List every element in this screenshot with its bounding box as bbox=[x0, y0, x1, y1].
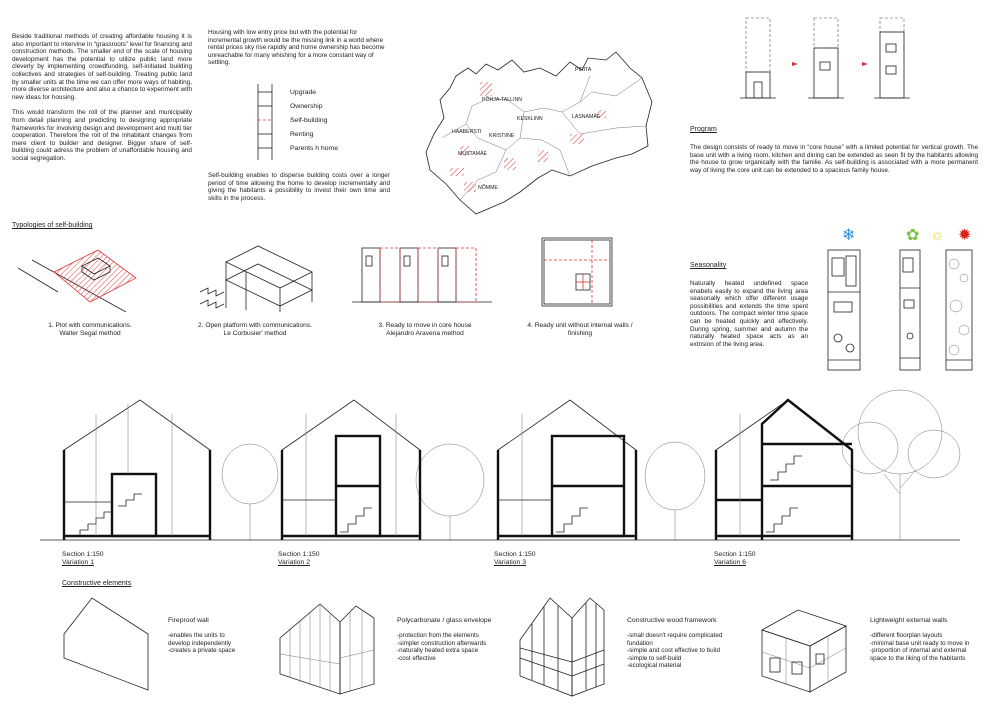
constructive-points-4: -different floorplan layouts -minimal ba… bbox=[870, 632, 970, 662]
program-heading: Program bbox=[690, 126, 717, 133]
ladder-label-parents-home: Parents h home bbox=[290, 145, 338, 152]
map-label-kristiine: KRISTIINE bbox=[489, 133, 515, 139]
section-variation-2 bbox=[280, 399, 422, 540]
section-variation-6 bbox=[714, 398, 854, 540]
summer-floorplan-1 bbox=[899, 249, 921, 371]
seasonality-heading: Seasonality bbox=[690, 262, 727, 269]
ladder-label-self-building: Self-building bbox=[290, 117, 328, 124]
summer-floorplan-2 bbox=[945, 249, 973, 371]
lightweight-walls-drawing bbox=[761, 609, 847, 693]
typology-plot-drawing bbox=[17, 249, 137, 313]
constructive-points-2: -protection from the elements -simpler c… bbox=[397, 632, 487, 662]
map-label-lasnamae: LASNAMÄE bbox=[572, 114, 601, 120]
winter-floorplan bbox=[827, 249, 861, 371]
section-label-6: Section 1:150 Variation 6 bbox=[714, 551, 756, 566]
constructive-title-3: Constructive wood framework bbox=[627, 617, 717, 624]
typology-caption-3: 3. Ready to move in core house Alejandro… bbox=[378, 322, 472, 338]
typology-caption-2: 2. Open platform with communications. Le… bbox=[198, 322, 312, 338]
map-label-nomme: NÕMME bbox=[478, 185, 498, 191]
constructive-title-1: Fireproof wall bbox=[168, 617, 209, 624]
spring-leaf-icon: ✿ bbox=[906, 227, 920, 244]
constructive-points-1: -enables the units to develop independen… bbox=[168, 632, 236, 655]
map-label-mustamae: MUSTAMÄE bbox=[458, 151, 488, 157]
wood-framework-drawing bbox=[519, 597, 605, 697]
map-label-haabersti: HAABERSTI bbox=[452, 129, 482, 135]
ladder-label-renting: Renting bbox=[290, 131, 314, 138]
seasonality-text: Naturally heated undefined space enabels… bbox=[690, 280, 808, 348]
typologies-heading: Typologies of self-building bbox=[12, 222, 93, 229]
constructive-points-3: -small doesn't require complicated funda… bbox=[627, 632, 723, 670]
constructive-title-4: Lightweight external walls bbox=[870, 617, 948, 624]
ladder-label-upgrade: Upgrade bbox=[290, 89, 317, 96]
map-label-pirita: PIRITA bbox=[575, 67, 592, 73]
constructive-title-2: Polycarbonate / glass envelope bbox=[397, 617, 492, 624]
section-label-1: Section 1:150 Variation 1 bbox=[62, 551, 104, 566]
ladder-outro: Self-building enables to disperse buildi… bbox=[208, 172, 390, 202]
typology-caption-4: 4. Ready unit without internal walls / f… bbox=[527, 322, 633, 338]
section-label-3: Section 1:150 Variation 3 bbox=[494, 551, 536, 566]
intro-text: Beside traditional methods of creating a… bbox=[12, 33, 192, 171]
intro-paragraph-1: Beside traditional methods of creating a… bbox=[12, 33, 192, 101]
typology-caption-1: 1. Plot with communications. Walter Sega… bbox=[48, 322, 132, 338]
program-text: The design consists of ready to move in … bbox=[690, 144, 978, 174]
constructive-heading: Constructive elements bbox=[62, 580, 132, 587]
polycarbonate-envelope-drawing bbox=[279, 603, 375, 695]
typology-ready-unit-drawing bbox=[541, 237, 613, 307]
ladder-intro: Housing with low entry price but with th… bbox=[208, 29, 385, 67]
summer-sun-icon: ☼ bbox=[930, 227, 945, 244]
section-variation-3 bbox=[496, 399, 638, 540]
fireproof-wall-drawing bbox=[63, 597, 149, 691]
tallinn-district-map bbox=[425, 51, 653, 215]
core-house-growth-diagram bbox=[740, 17, 910, 99]
ladder-label-ownership: Ownership bbox=[290, 103, 323, 110]
typology-open-platform-drawing bbox=[199, 245, 313, 312]
typology-core-house-drawing bbox=[352, 247, 492, 303]
section-label-2: Section 1:150 Variation 2 bbox=[278, 551, 320, 566]
autumn-maple-leaf-icon: ✹ bbox=[958, 227, 972, 244]
section-variation-1 bbox=[62, 399, 212, 540]
sections-drawing bbox=[40, 389, 961, 541]
winter-snowflake-icon: ❄ bbox=[842, 227, 856, 244]
ownership-ladder-diagram bbox=[257, 84, 273, 160]
map-label-kesklinn: KESKLINN bbox=[517, 116, 543, 122]
map-label-pohja-tallinn: PÕHJA-TALLINN bbox=[482, 97, 522, 103]
intro-paragraph-2: This would transform the roll of the pla… bbox=[12, 109, 192, 162]
